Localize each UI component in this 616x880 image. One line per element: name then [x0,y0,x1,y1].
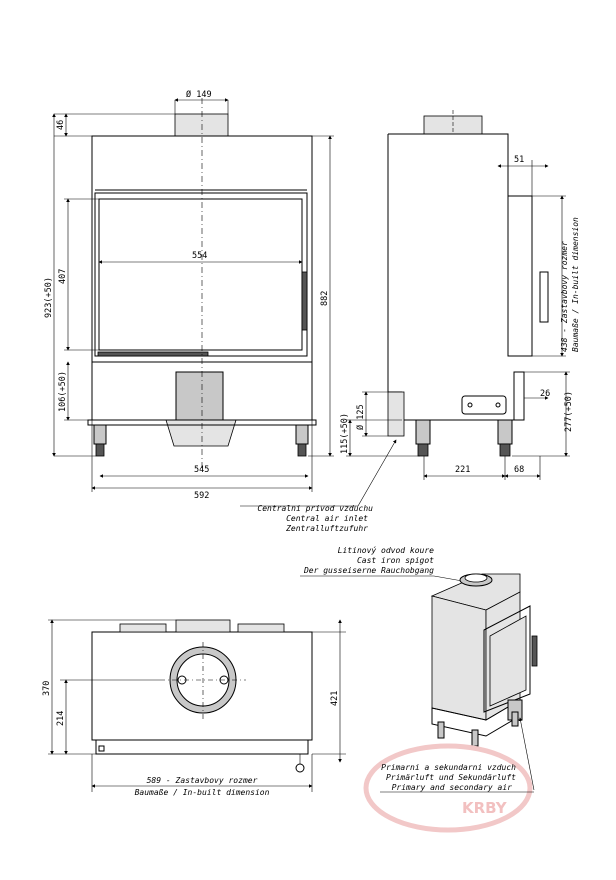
watermark-ring [363,743,533,833]
side-leg-left [415,419,431,445]
leg-right [295,424,309,445]
iso-left-side [431,595,487,721]
side-leg-right [497,419,513,445]
iso-leg-2 [471,729,479,747]
flue-collar [174,113,229,137]
glass-panel [98,198,303,351]
air-inlet-cz: Centralni privod vzduchu [257,504,373,513]
air-inlet-pipe [387,391,405,437]
spigot-note: Litinový odvod koure Cast iron spigot De… [300,546,469,584]
dim-top-421: 421 [330,691,340,706]
air-inlet-en: Central air inlet [286,514,368,523]
door-handle [301,271,308,331]
side-bracket [461,395,507,415]
dim-flue-diameter: Ø 149 [186,89,212,100]
dim-air-diameter: Ø 125 [355,404,366,430]
leg-left [93,424,107,445]
watermark: KRBY [363,743,533,833]
air-box [175,371,224,423]
dim-top-589-sub: Baumaße / In-built dimension [135,788,270,797]
side-door [507,195,533,357]
isometric-view [430,573,538,791]
dim-side-51: 51 [514,155,524,165]
dim-glass-height: 407 [58,269,68,284]
primary-air-cz: Primarni a sekundarni vzduch [381,763,516,772]
dim-side-438: 438 - Zastavbovy rozmer [560,241,569,352]
dim-side-438-sub: Baumaße / In-built dimension [571,217,580,352]
dim-top-46: 46 [56,120,66,130]
air-inlet-de: Zentralluftzufuhr [285,524,368,533]
spigot-cz: Litinový odvod koure [338,546,435,555]
dim-side-277: 277(+50) [564,391,574,432]
dim-side-221: 221 [455,465,470,475]
dim-top-589: 589 - Zastavbovy rozmer [147,776,258,785]
spigot-en: Cast iron spigot [357,556,434,565]
air-inlet-note: Centralni privod vzduchu Central air inl… [257,504,373,533]
dim-outer-width: 592 [194,491,209,501]
watermark-text: KRBY [462,799,508,817]
iso-leg-1 [437,721,445,739]
primary-air-note: Primarni a sekundarni vzduch Primärluft … [380,763,534,793]
iso-glass [489,615,527,707]
dim-base-height: 106(+50) [58,371,68,412]
side-view: 51 438 - Zastavbovy rozmer Baumaße / In-… [240,110,580,507]
iso-leg-3 [511,711,519,727]
dim-inner-width: 545 [194,465,209,475]
air-intake-funnel [165,419,237,447]
dim-side-115: 115(+50) [340,413,350,454]
top-view: 370 214 421 589 - Zastavbovy rozmer Baum… [42,619,346,797]
top-front-edge [95,739,309,755]
dim-side-26: 26 [540,389,550,399]
dim-top-370: 370 [42,681,52,696]
dim-top-214: 214 [56,711,66,726]
iso-handle [531,635,538,667]
side-handle [539,271,549,323]
door-frame [94,192,308,357]
primary-air-de: Primärluft und Sekundärluft [386,773,516,782]
dim-side-68: 68 [514,465,524,475]
primary-air-en: Primary and secondary air [392,783,513,792]
spigot-de: Der gusseiserne Rauchobgang [303,566,434,575]
dim-total-height-left: 923(+50) [44,277,54,318]
iso-door [483,605,531,713]
dim-total-height-right: 882 [320,291,330,306]
dim-glass-width: 554 [192,251,207,261]
front-view: Ø 149 46 923(+50) 407 106(+50) 554 882 5… [44,89,334,501]
